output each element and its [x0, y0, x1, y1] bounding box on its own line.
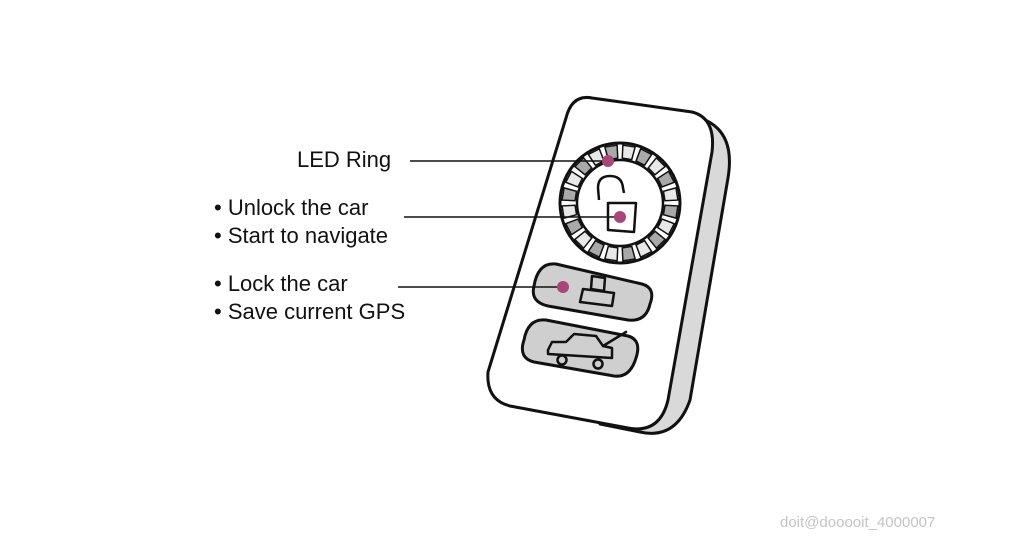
led-segment	[647, 156, 667, 176]
leader-lines	[398, 160, 620, 288]
save-gps-label: • Save current GPS	[214, 299, 406, 324]
markers	[557, 155, 626, 293]
unlock-marker	[614, 211, 626, 223]
unlocked-padlock-icon	[596, 174, 638, 234]
start-navigate-label: • Start to navigate	[214, 223, 389, 248]
led-segment	[587, 239, 605, 259]
watermark: doit@dooooit_4000007	[780, 514, 936, 531]
led-segment	[564, 170, 584, 188]
led-segment	[635, 239, 653, 259]
car-trunk-open-icon	[546, 330, 628, 370]
led-segment	[621, 245, 637, 262]
led-segment	[561, 204, 578, 220]
led-segment	[635, 147, 653, 167]
led-segment	[662, 186, 679, 202]
trunk-button[interactable]	[520, 318, 640, 378]
lock-button[interactable]	[531, 262, 654, 322]
led-segment	[573, 230, 593, 250]
led-segment	[561, 186, 578, 202]
led-segment	[656, 218, 676, 236]
led-segment	[656, 170, 676, 188]
led-ring-label: LED Ring	[297, 147, 392, 172]
led-segment	[621, 144, 637, 161]
unlock-car-label: • Unlock the car	[214, 195, 369, 220]
lock-car-label: • Lock the car	[214, 271, 348, 296]
led-segment	[647, 230, 667, 250]
lock-marker	[557, 281, 569, 293]
lock-car-icon	[578, 274, 616, 308]
led-segment	[564, 218, 584, 236]
led-segment	[603, 245, 619, 262]
led-ring-marker	[602, 155, 614, 167]
led-segment	[662, 204, 679, 220]
